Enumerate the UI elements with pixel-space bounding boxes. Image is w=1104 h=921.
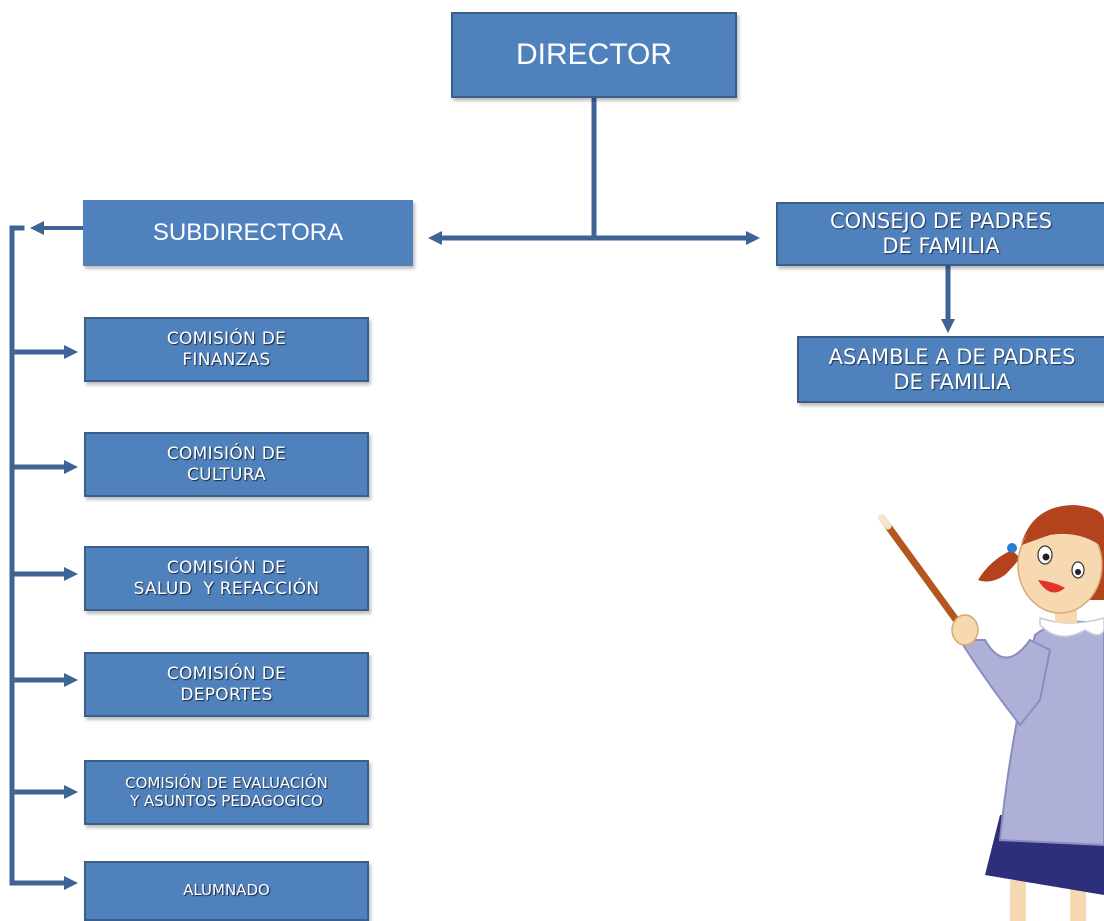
subdirectora-box: SUBDIRECTORA [83,200,413,266]
label-line: COMISIÓN DE [166,329,287,350]
label-line: DE FAMILIA [893,369,1011,394]
label-line: ASAMBLE A DE PADRES [828,344,1076,369]
label-line: DIRECTOR [515,38,673,72]
label-line: SALUD Y REFACCIÓN [133,578,320,599]
alumnado-label: ALUMNADO [183,881,270,900]
label-line: SUBDIRECTORA [152,218,344,246]
label-line: ALUMNADO [183,881,270,900]
label-line: COMISIÓN DE [166,664,287,685]
label-line: FINANZAS [182,349,271,370]
label-line: Y ASUNTOS PEDAGOGICO [130,791,323,810]
director-label: DIRECTOR [516,37,672,72]
subdirectora-label: SUBDIRECTORA [153,219,343,247]
label-line: DEPORTES [180,684,273,705]
label-line: CULTURA [186,464,267,485]
label-line: COMISIÓN DE EVALUACIÓN [125,773,328,792]
director-box: DIRECTOR [451,12,737,98]
alumnado-box: ALUMNADO [84,861,369,921]
label-line: COMISIÓN DE [166,444,287,465]
label-line: COMISIÓN DE [166,558,287,579]
label-line: DE FAMILIA [882,234,1000,258]
label-line: CONSEJO DE PADRES [829,209,1053,234]
